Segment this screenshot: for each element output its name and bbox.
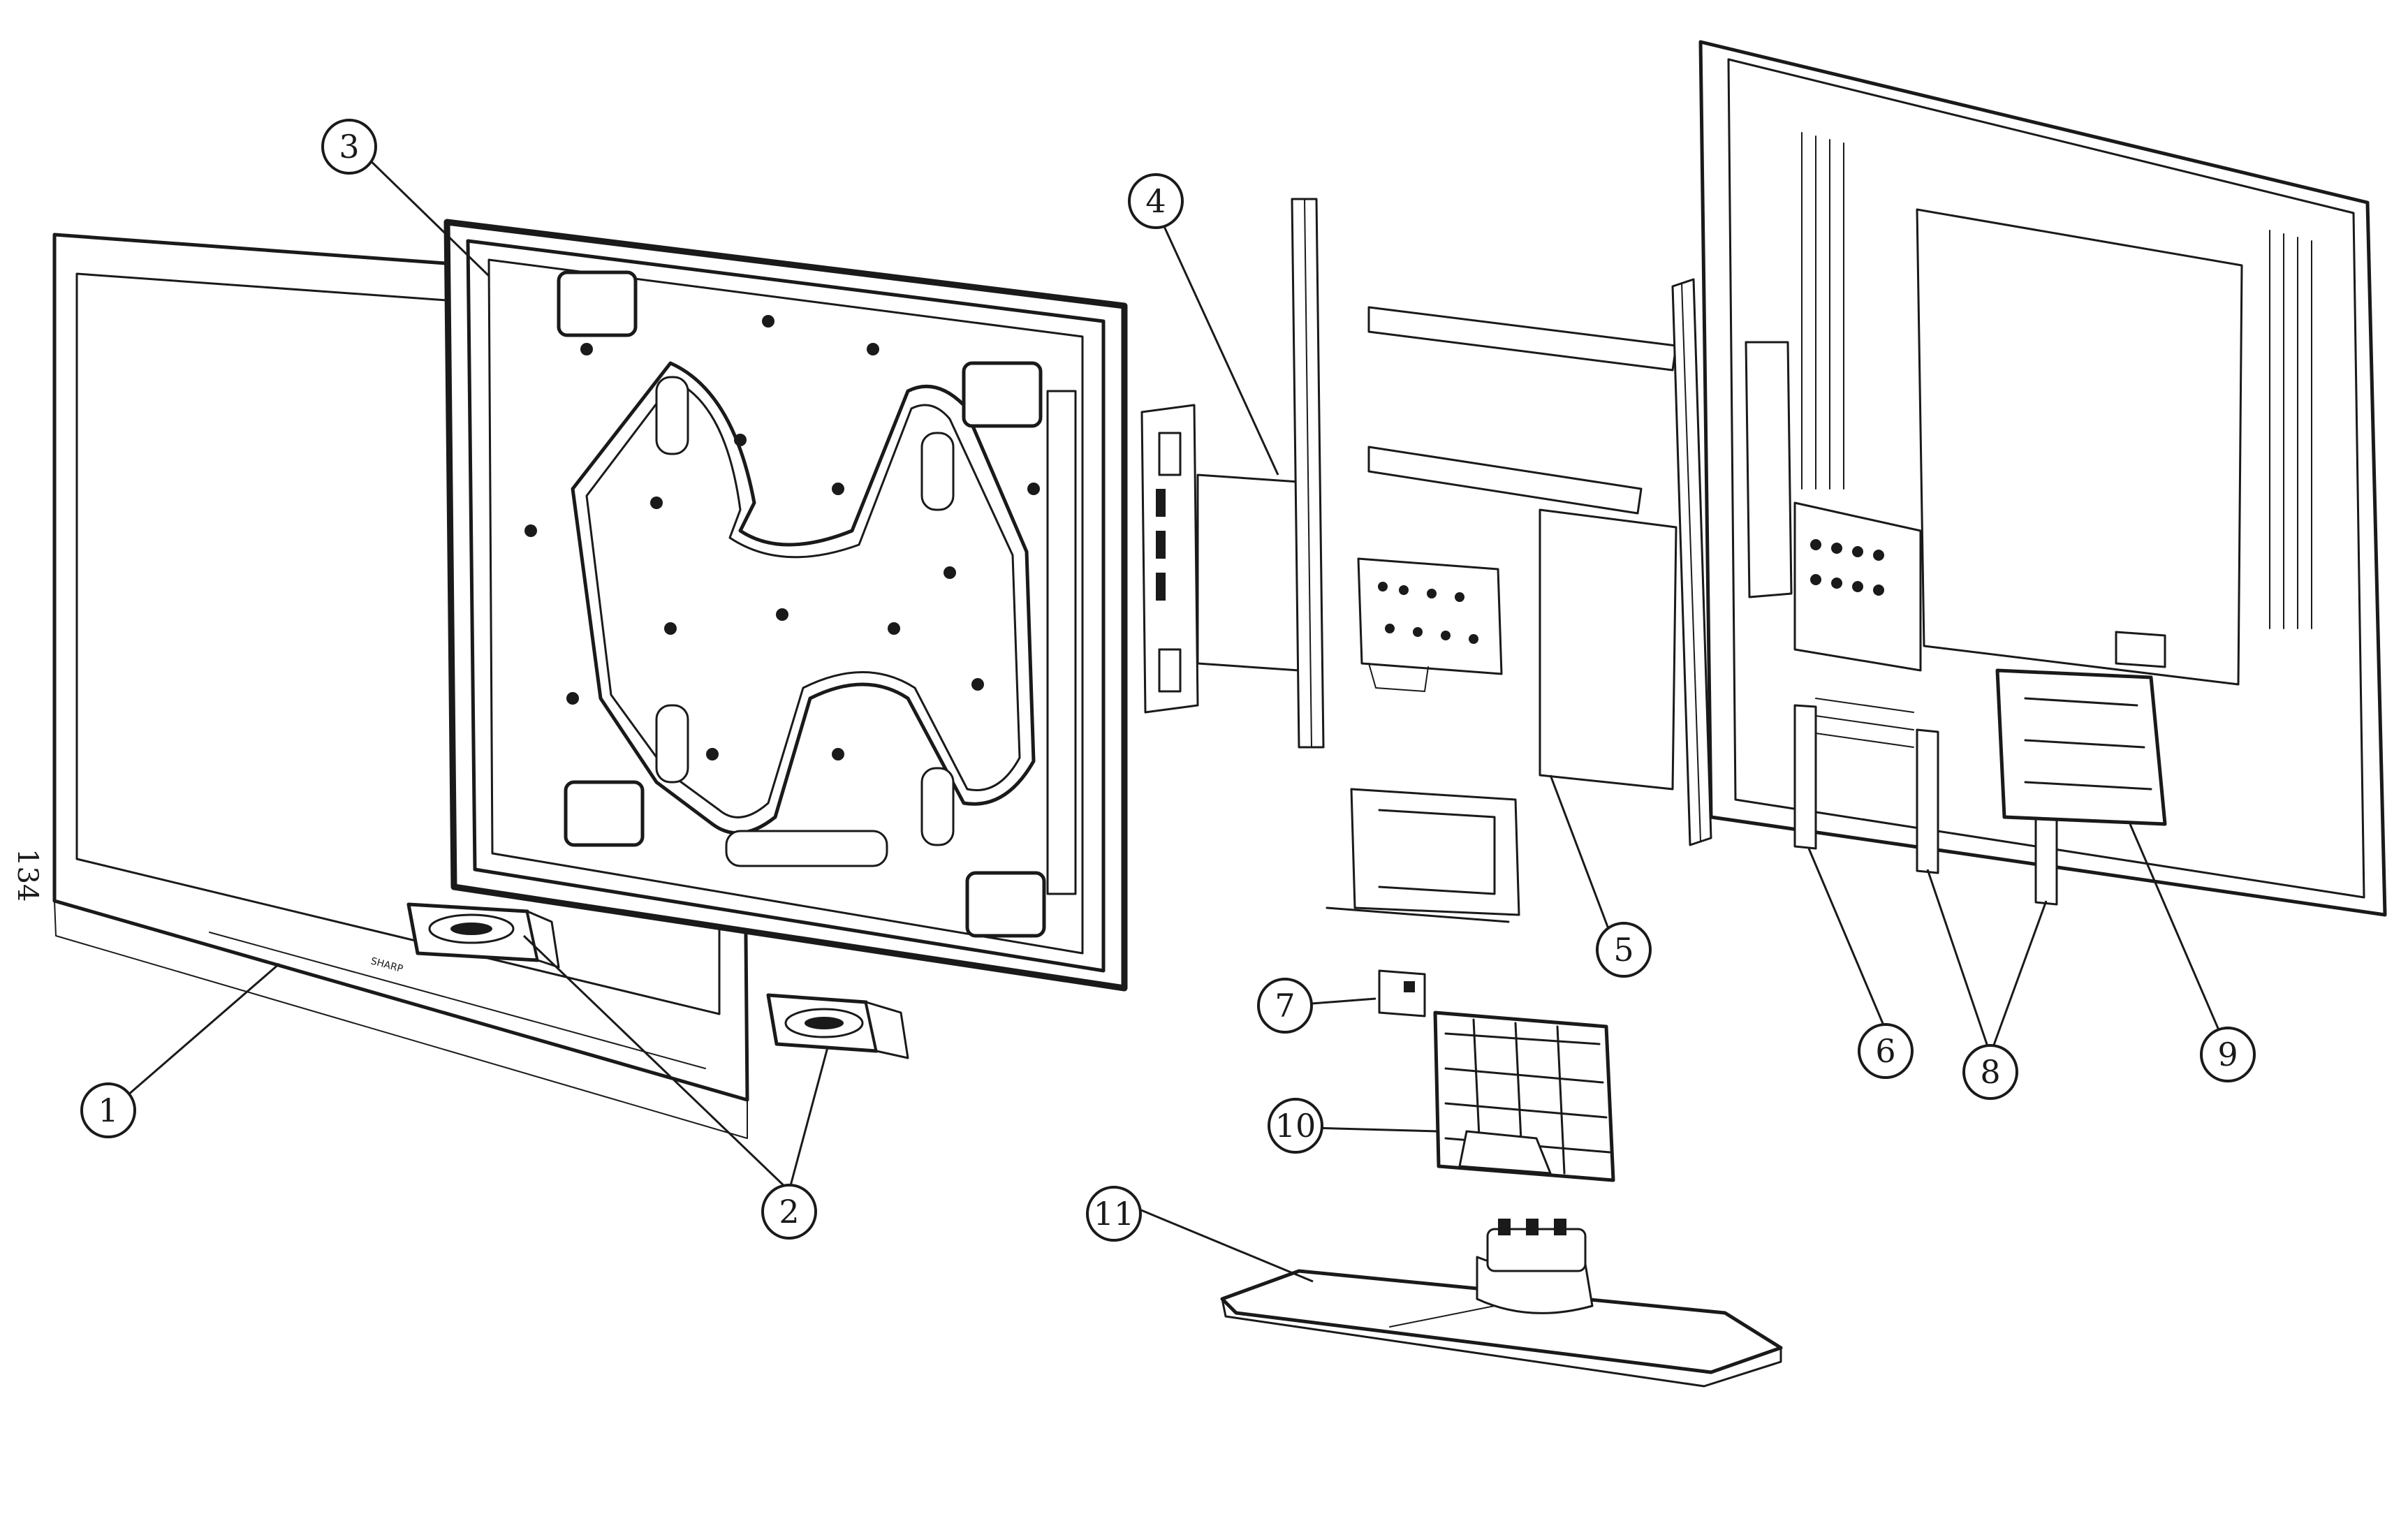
- callout-6: 6: [1858, 1023, 1914, 1079]
- part-rear-cabinet: [1698, 40, 2387, 917]
- callout-label: 6: [1875, 1032, 1895, 1070]
- leader-lines: [122, 152, 2229, 1283]
- callout-label: 5: [1613, 931, 1634, 969]
- callout-label: 9: [2217, 1036, 2238, 1073]
- part-speaker-lower: [766, 993, 909, 1059]
- part-holder-block: [1433, 1011, 1615, 1182]
- part-stand-neck-cover: [1995, 631, 2167, 826]
- part-stand-base: [1220, 1219, 1783, 1388]
- callout-label: 3: [339, 128, 359, 166]
- callout-7: 7: [1257, 978, 1313, 1034]
- part-main-board-rails: [1367, 278, 1712, 846]
- callout-label: 2: [779, 1193, 799, 1230]
- callout-9: 9: [2200, 1027, 2256, 1082]
- part-io-terminal-board: [1357, 557, 1503, 692]
- callout-label: 8: [1980, 1053, 2000, 1091]
- callout-1: 1: [80, 1082, 136, 1138]
- callout-3: 3: [321, 119, 377, 175]
- part-speaker-upper: [406, 902, 560, 969]
- callout-11: 11: [1086, 1186, 1142, 1242]
- page-number: 134: [11, 848, 43, 902]
- part-side-bracket-left: [1793, 704, 1817, 850]
- callout-label: 10: [1275, 1107, 1316, 1145]
- part-mounting-bracket: [1326, 788, 1520, 923]
- callout-2: 2: [761, 1184, 817, 1240]
- part-side-io-bracket: [1140, 198, 1325, 749]
- part-lcd-panel: [443, 219, 1128, 992]
- callout-8: 8: [1962, 1044, 2018, 1100]
- callout-5: 5: [1596, 922, 1652, 978]
- callout-10: 10: [1268, 1098, 1323, 1154]
- part-small-board: [1378, 969, 1426, 1017]
- callout-label: 1: [98, 1092, 118, 1129]
- callout-label: 11: [1094, 1195, 1135, 1233]
- callout-label: 4: [1145, 182, 1166, 220]
- callout-label: 7: [1275, 987, 1295, 1024]
- callout-4: 4: [1128, 173, 1184, 229]
